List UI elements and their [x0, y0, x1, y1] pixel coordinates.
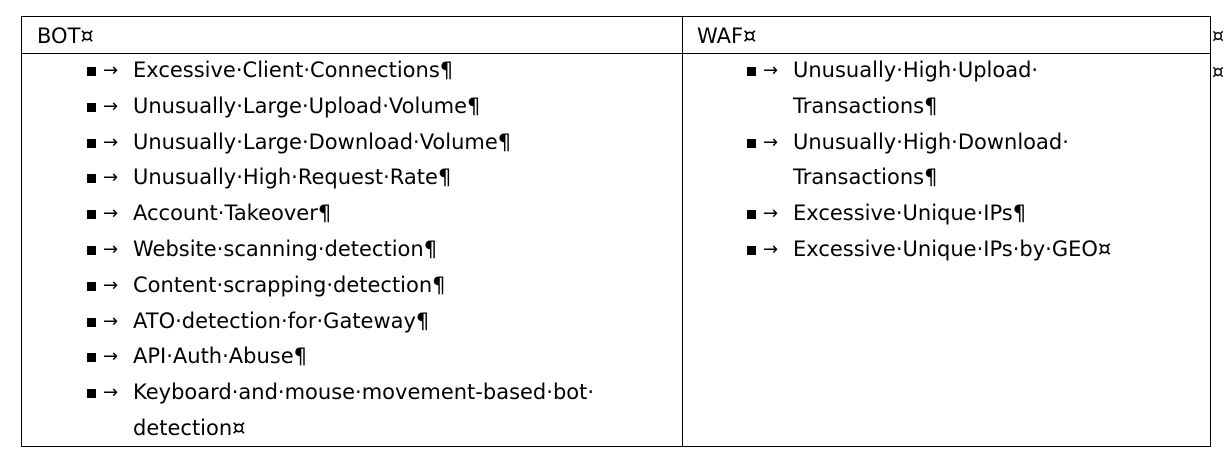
list-item: → Account·Takeover¶: [82, 196, 672, 232]
list-item: → Website·scanning·detection¶: [82, 232, 672, 268]
list-item-text: Unusually·High·Download· Transactions¶: [793, 129, 1069, 190]
tab-arrow-icon: →: [103, 310, 119, 332]
header-cell-waf: WAF¤: [697, 24, 757, 48]
tab-arrow-icon: →: [103, 274, 119, 296]
square-bullet-icon: [87, 389, 96, 399]
square-bullet-icon: [87, 102, 96, 112]
tab-arrow-icon: →: [763, 238, 779, 260]
header-cell-bot: BOT¤: [37, 24, 94, 48]
bot-feature-list: → Excessive·Client·Connections¶ → Unusuall…: [82, 53, 672, 447]
list-item: → Unusually·High·Request·Rate¶: [82, 160, 672, 196]
row-end-mark: ¤: [1212, 25, 1225, 47]
list-item-text: Keyboard·and·mouse·movement-based·bot· d…: [133, 380, 595, 440]
tab-arrow-icon: →: [103, 346, 119, 368]
square-bullet-icon: [747, 67, 756, 76]
square-bullet-icon: [747, 138, 756, 148]
list-item: → Keyboard·and·mouse·movement-based·bot· …: [82, 375, 672, 447]
list-item: → API·Auth·Abuse¶: [82, 339, 672, 375]
square-bullet-icon: [87, 138, 96, 148]
tab-arrow-icon: →: [103, 60, 119, 81]
square-bullet-icon: [87, 174, 96, 184]
square-bullet-icon: [87, 210, 96, 220]
tab-arrow-icon: →: [763, 60, 779, 81]
square-bullet-icon: [747, 210, 756, 220]
list-item-text: Unusually·Large·Download·Volume¶: [133, 129, 512, 154]
tab-arrow-icon: →: [763, 203, 779, 225]
list-item-text: Excessive·Unique·IPs·by·GEO¤: [793, 236, 1112, 261]
list-item-text: API·Auth·Abuse¶: [133, 344, 308, 369]
tab-arrow-icon: →: [103, 131, 119, 153]
list-item: → Content·scrapping·detection¶: [82, 268, 672, 304]
tab-arrow-icon: →: [763, 131, 779, 153]
list-item-text: Excessive·Unique·IPs¶: [793, 201, 1027, 226]
tab-arrow-icon: →: [103, 167, 119, 189]
column-divider: [682, 17, 683, 446]
list-item: → ATO·detection·for·Gateway¶: [82, 304, 672, 340]
list-item-text: ATO·detection·for·Gateway¶: [133, 308, 430, 333]
list-item: → Excessive·Unique·IPs¶: [742, 196, 1162, 232]
list-item: → Unusually·High·Upload· Transactions¶: [742, 53, 1162, 125]
square-bullet-icon: [87, 317, 96, 327]
features-table: BOT¤ WAF¤ → Excessive·Client·Connections¶…: [21, 16, 1211, 447]
list-item: → Excessive·Unique·IPs·by·GEO¤: [742, 232, 1162, 268]
list-item-text: Unusually·Large·Upload·Volume¶: [133, 93, 481, 118]
square-bullet-icon: [87, 245, 96, 255]
list-item: → Unusually·Large·Download·Volume¶: [82, 125, 672, 161]
list-item: → Excessive·Client·Connections¶: [82, 53, 672, 89]
header-row-divider: [22, 53, 1210, 54]
tab-arrow-icon: →: [103, 382, 119, 404]
tab-arrow-icon: →: [103, 238, 119, 260]
list-item: → Unusually·Large·Upload·Volume¶: [82, 89, 672, 125]
tab-arrow-icon: →: [103, 203, 119, 225]
list-item-text: Account·Takeover¶: [133, 201, 332, 226]
row-end-mark: ¤: [1212, 61, 1225, 83]
list-item-text: Unusually·High·Upload· Transactions¶: [793, 58, 1039, 118]
list-item-text: Content·scrapping·detection¶: [133, 272, 446, 297]
square-bullet-icon: [87, 353, 96, 363]
square-bullet-icon: [87, 281, 96, 291]
list-item: → Unusually·High·Download· Transactions¶: [742, 125, 1162, 197]
list-item-text: Website·scanning·detection¶: [133, 236, 438, 261]
waf-feature-list: → Unusually·High·Upload· Transactions¶ → U…: [742, 53, 1162, 268]
list-item-text: Unusually·High·Request·Rate¶: [133, 165, 452, 190]
square-bullet-icon: [747, 245, 756, 255]
square-bullet-icon: [87, 67, 96, 76]
list-item-text: Excessive·Client·Connections¶: [133, 58, 454, 82]
tab-arrow-icon: →: [103, 95, 119, 117]
